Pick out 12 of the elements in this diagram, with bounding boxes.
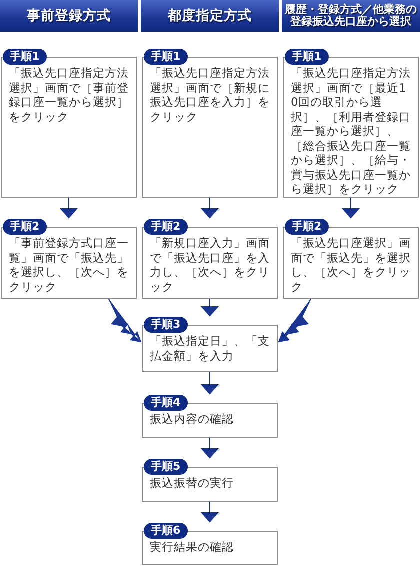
- arrow: [278, 298, 312, 342]
- column-header: 事前登録方式: [0, 0, 138, 32]
- arrow: [60, 198, 78, 218]
- arrow: [200, 198, 218, 218]
- arrow: [108, 298, 142, 342]
- column-header: 都度指定方式: [141, 0, 279, 32]
- arrow: [200, 438, 218, 458]
- arrow: [342, 198, 360, 218]
- arrow: [200, 298, 218, 316]
- arrow: [200, 372, 218, 394]
- arrow: [200, 502, 218, 522]
- column-header: 履歴・登録方式／他業務の登録振込先口座から選択: [282, 0, 420, 32]
